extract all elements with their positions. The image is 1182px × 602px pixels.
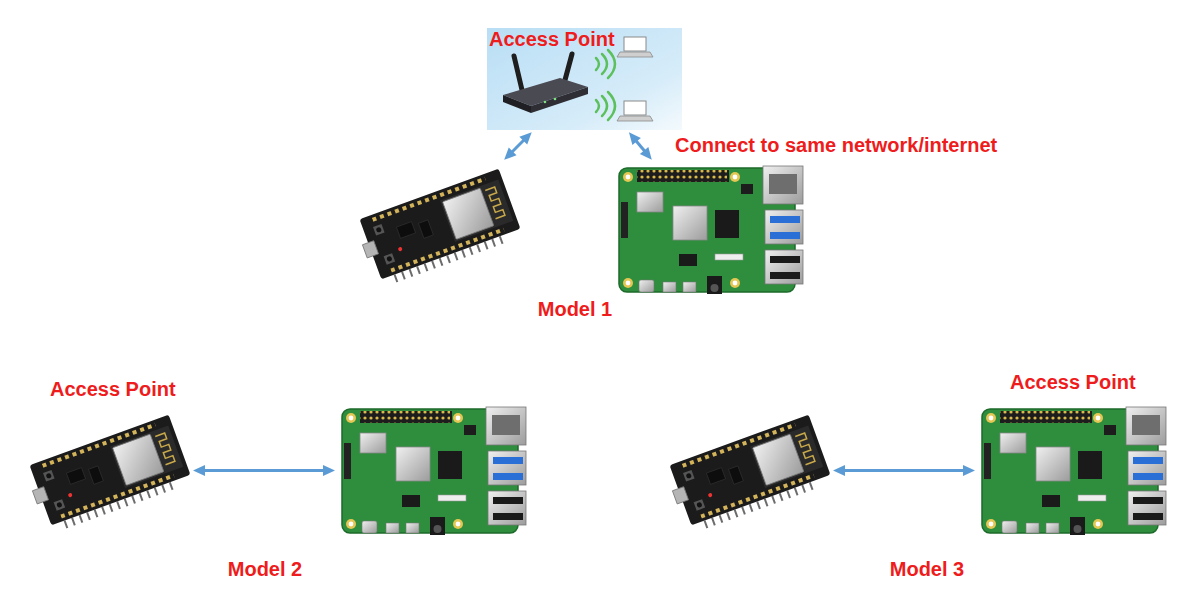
model-caption: Model 2	[228, 558, 302, 580]
arrow-head	[833, 465, 845, 476]
connector-line	[842, 469, 966, 472]
node-heading: Connect to same network/internet	[675, 134, 997, 156]
connector-line	[511, 139, 526, 154]
connector-line	[202, 469, 326, 472]
esp32-board-picture	[354, 169, 523, 289]
esp32-board-picture	[24, 415, 193, 535]
router-icon	[503, 54, 588, 113]
arrow-head	[629, 132, 641, 145]
raspberry-pi-board	[338, 403, 528, 538]
node-heading: Access Point	[489, 28, 615, 50]
arrow-head	[963, 465, 975, 476]
arrow-head	[640, 147, 652, 160]
raspberry-pi-picture	[619, 166, 803, 294]
arrow-head	[504, 147, 516, 159]
node-heading: Access Point	[50, 378, 176, 400]
connector-arrow	[504, 132, 532, 160]
access-point-box: Access Point	[487, 28, 682, 130]
esp32-board	[670, 408, 830, 533]
model-caption: Model 3	[890, 558, 964, 580]
raspberry-pi-picture	[342, 407, 526, 535]
access-point-panel	[487, 28, 682, 130]
arrow-head	[193, 465, 205, 476]
model-caption: Model 1	[538, 298, 612, 320]
esp32-board-picture	[664, 415, 833, 535]
laptop-icon	[617, 37, 653, 121]
raspberry-pi-board: Connect to same network/internet	[615, 162, 805, 297]
wifi-signal	[596, 50, 615, 120]
node-heading: Access Point	[1010, 371, 1136, 393]
esp32-board: Access Point	[30, 408, 190, 533]
raspberry-pi-picture	[982, 407, 1166, 535]
esp32-board	[360, 162, 520, 287]
connector-arrow	[193, 465, 335, 476]
raspberry-pi-board: Access Point	[978, 403, 1168, 538]
connector-arrow	[833, 465, 975, 476]
arrow-head	[519, 132, 531, 144]
connector-arrow	[629, 132, 652, 159]
arrow-head	[323, 465, 335, 476]
